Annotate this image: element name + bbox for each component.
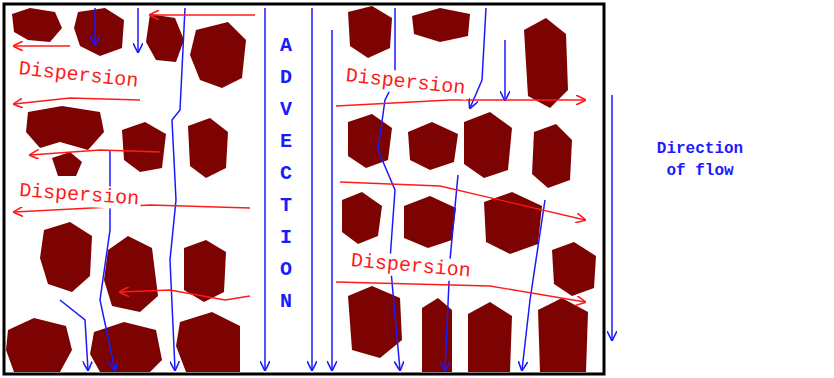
flow-direction-label: Direction of flow [645, 138, 755, 182]
dispersion-label: Dispersion [16, 180, 141, 211]
dispersion-label: Dispersion [348, 250, 473, 283]
soil-grains [6, 6, 596, 372]
dispersion-arrows [14, 15, 585, 302]
frame [4, 4, 604, 374]
flow-direction-arrow [611, 95, 613, 340]
advection-label: ADVECTION [276, 30, 296, 318]
dispersion-label: Dispersion [343, 65, 469, 100]
dispersion-label: Dispersion [16, 58, 142, 93]
